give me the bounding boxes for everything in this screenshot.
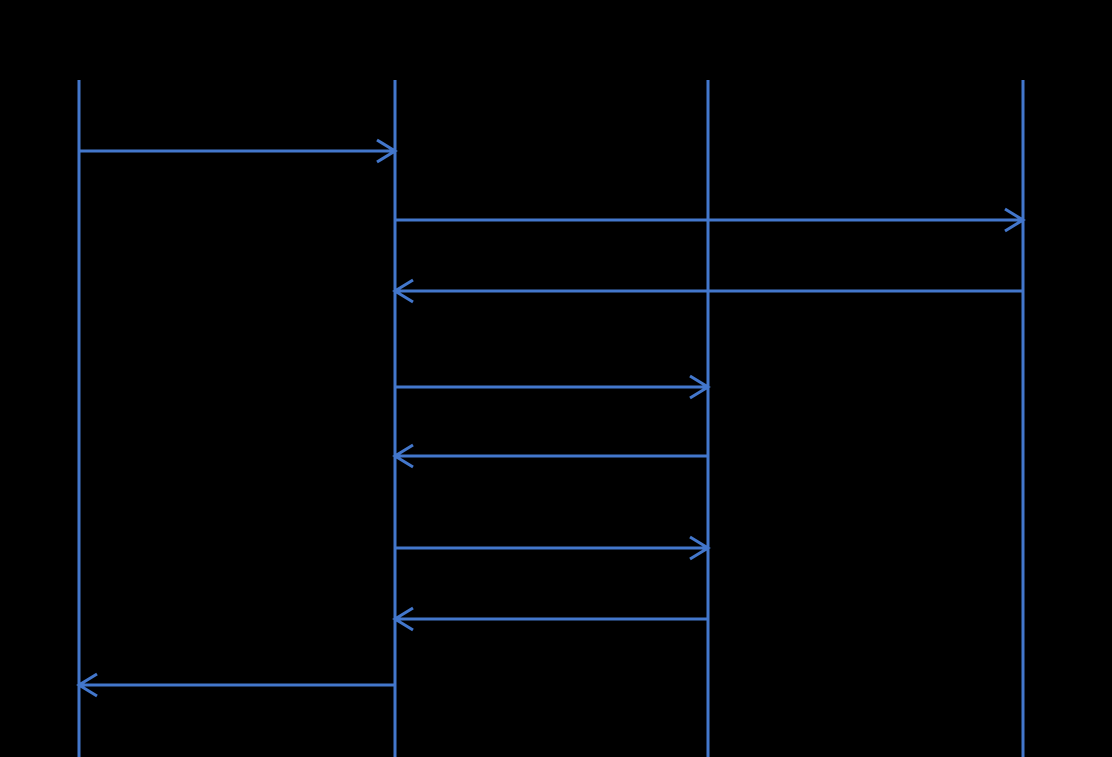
lifelines-group <box>77 80 1025 757</box>
message-7 <box>392 606 708 632</box>
message-5 <box>392 443 708 469</box>
messages-group <box>76 138 1026 698</box>
message-arrowhead-3 <box>392 278 414 304</box>
message-arrowhead-2 <box>1004 207 1026 233</box>
message-6 <box>395 535 711 561</box>
message-1 <box>79 138 398 164</box>
message-3 <box>392 278 1023 304</box>
message-arrowhead-7 <box>392 606 414 632</box>
message-arrowhead-4 <box>689 374 711 400</box>
message-2 <box>395 207 1026 233</box>
message-arrowhead-1 <box>376 138 398 164</box>
message-arrowhead-8 <box>76 672 98 698</box>
message-arrowhead-5 <box>392 443 414 469</box>
message-8 <box>76 672 395 698</box>
message-4 <box>395 374 711 400</box>
message-arrowhead-6 <box>689 535 711 561</box>
